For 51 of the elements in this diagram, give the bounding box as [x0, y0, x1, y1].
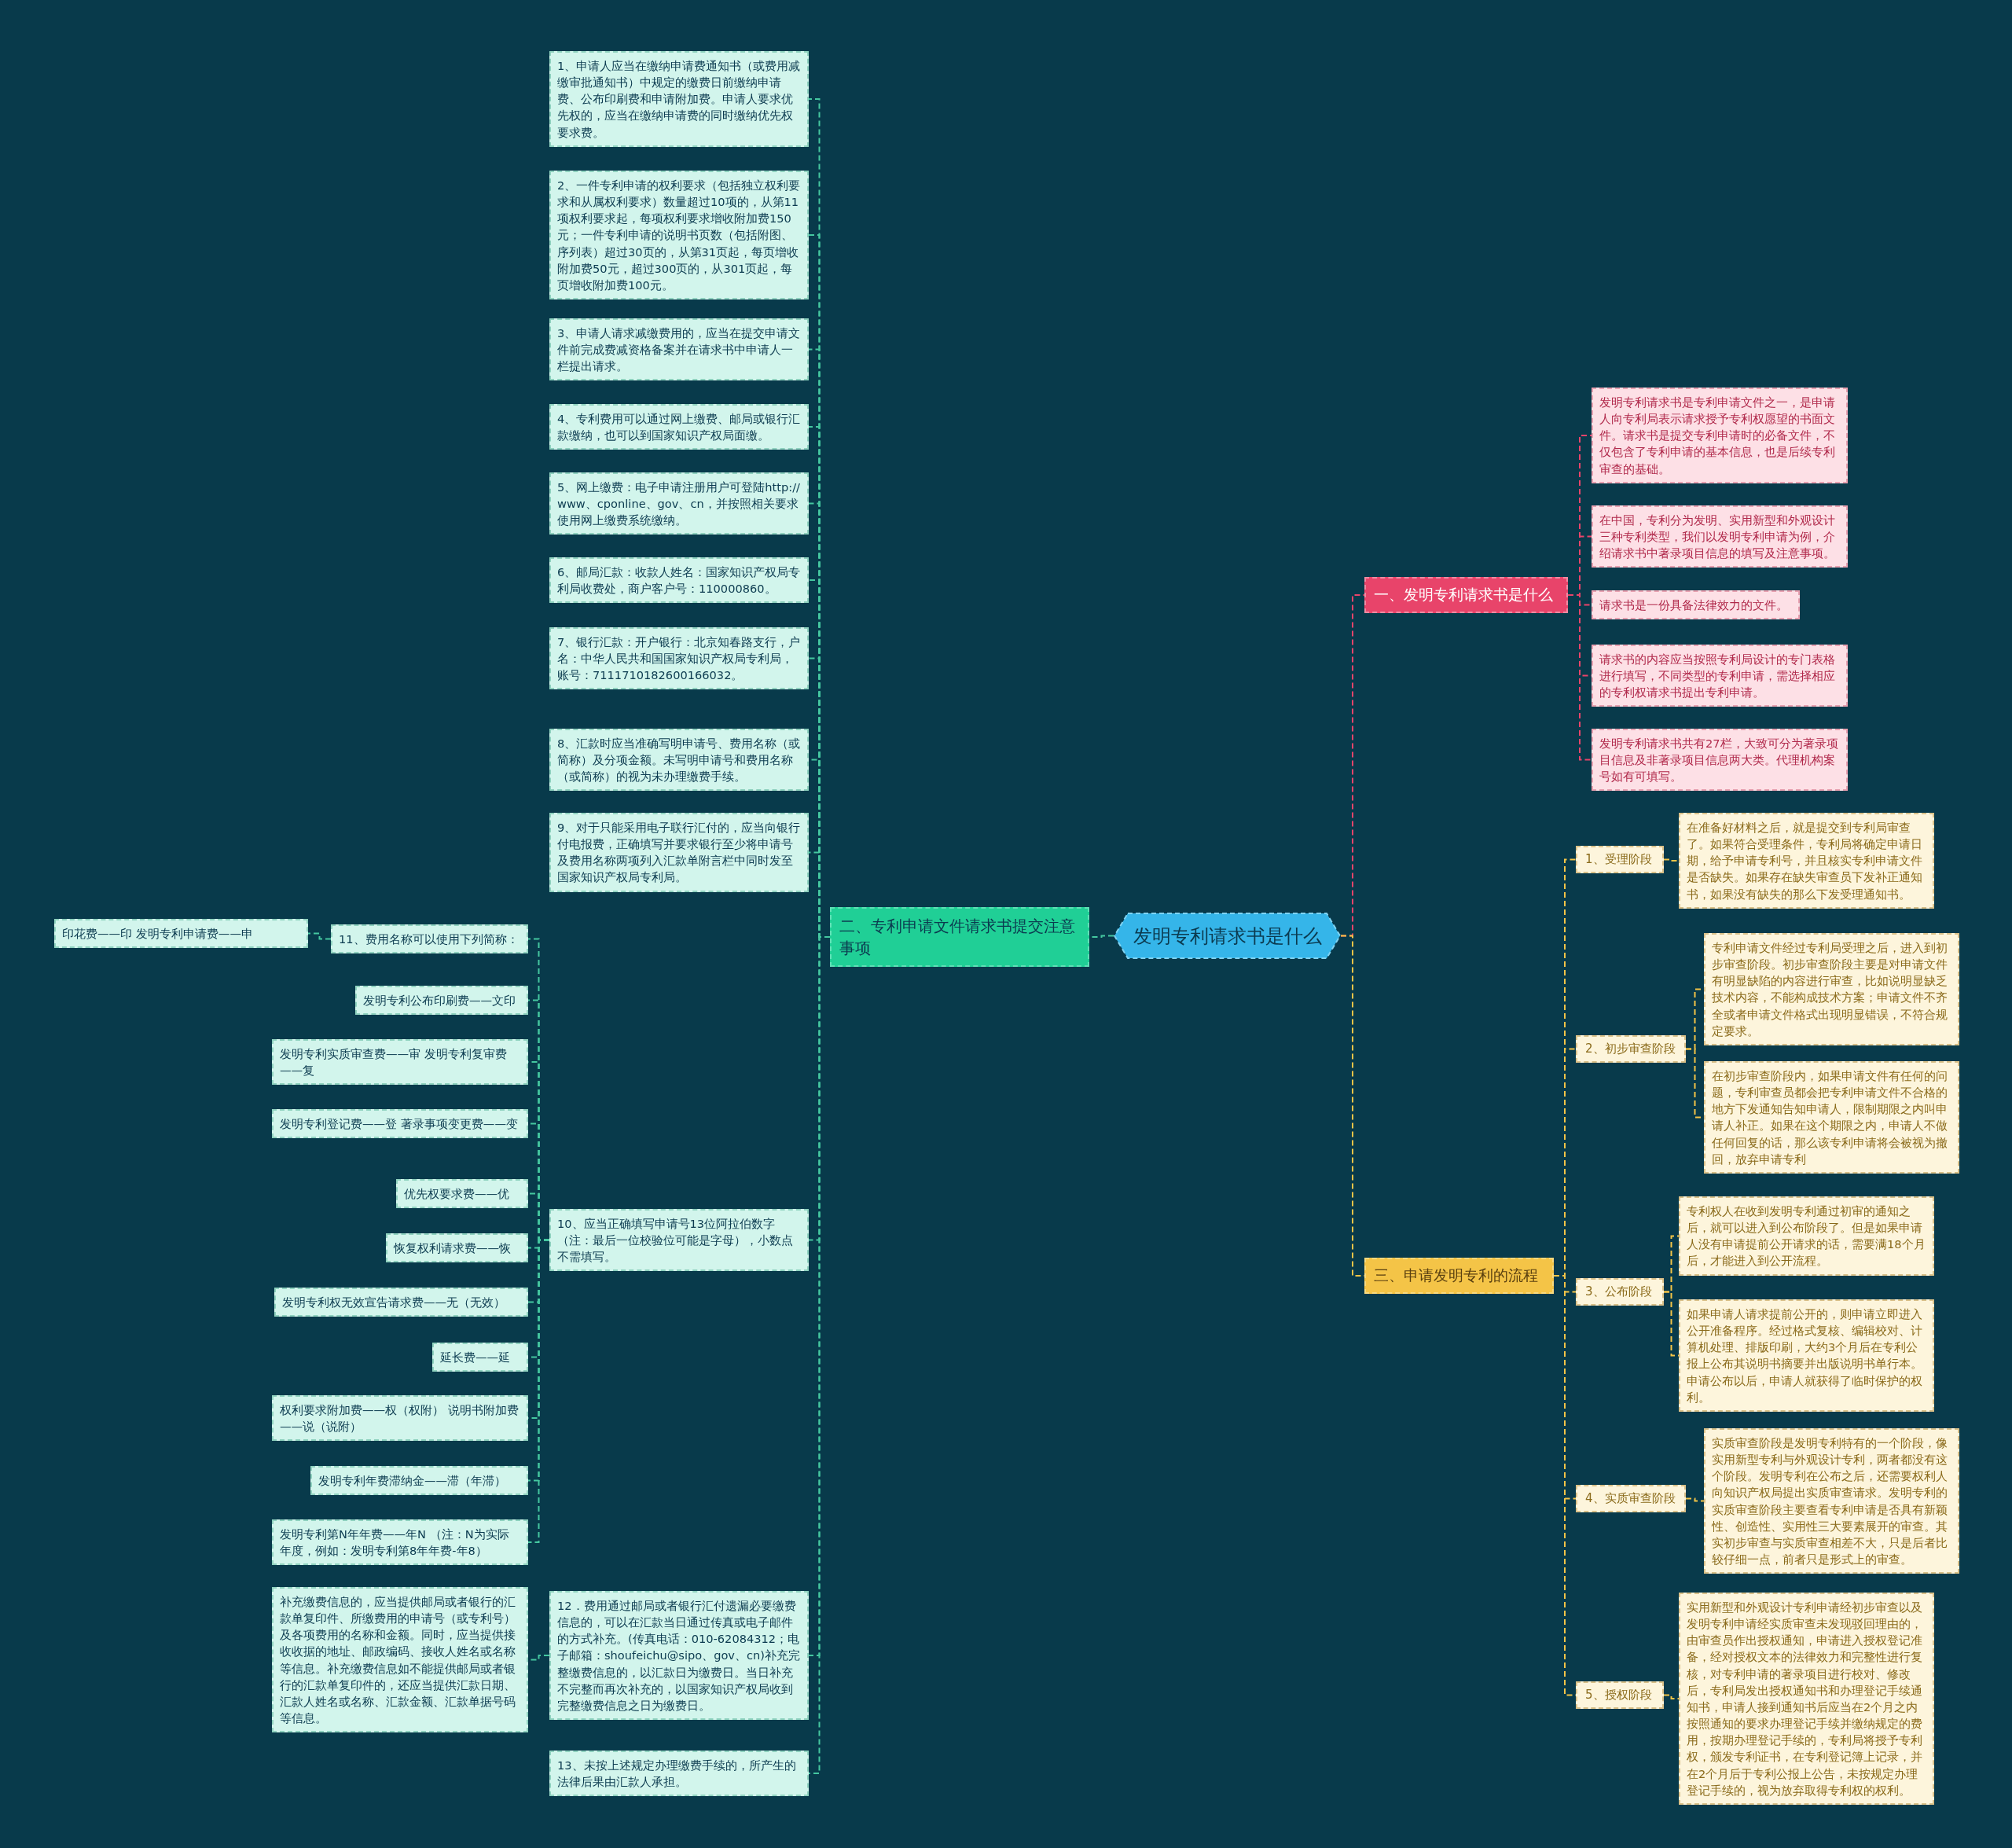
note-card: 7、银行汇款：开户银行：北京知春路支行，户名：中华人民共和国国家知识产权局专利局，账号：7111710182600166032。 — [549, 627, 809, 690]
note-card: 在准备好材料之后，就是提交到专利局审查了。如果符合受理条件，专利局将确定申请日期，给予申请专利号，并且核实专利申请文件是否缺失。如果存在缺失审查员下发补正通知书，如果没有缺失的那么下发受理通知书。 — [1679, 813, 1934, 909]
note-card: 8、汇款时应当准确写明申请号、费用名称（或简称）及分项金额。未写明申请号和费用名称（或简称）的视为未办理缴费手续。 — [549, 729, 809, 792]
note-card: 12．费用通过邮局或者银行汇付遗漏必要缴费信息的，可以在汇款当日通过传真或电子邮件的方式补充。(传真电话：010-62084312；电子邮箱：shoufeichu@sipo、gov、cn)补充完整缴费信息的，以汇款日为缴费日。当日补充不完整而再次补充的，以国家知识产权局收到完整缴费信息之日为缴费日。 — [549, 1591, 809, 1721]
note-card: 专利权人在收到发明专利通过初审的通知之后，就可以进入到公布阶段了。但是如果申请人没有申请提前公开请求的话，需要满18个月后，才能进入到公开流程。 — [1679, 1196, 1934, 1276]
stage-label: 4、实质审查阶段 — [1576, 1485, 1686, 1512]
branch-topic: 一、发明专利请求书是什么 — [1364, 577, 1568, 613]
note-card: 4、专利费用可以通过网上缴费、邮局或银行汇款缴纳，也可以到国家知识产权局面缴。 — [549, 404, 809, 450]
note-card: 在初步审查阶段内，如果申请文件有任何的问题，专利审查员都会把专利申请文件不合格的地方下发通知告知申请人，限制期限之内叫申请人补正。如果在这个期限之内，申请人不做任何回复的话，那么该专利申请将会被视为撤回，放弃申请专利 — [1704, 1061, 1959, 1174]
note-card: 发明专利登记费——登 著录事项变更费——变 — [272, 1109, 528, 1139]
note-card: 发明专利权无效宣告请求费——无（无效） — [274, 1288, 528, 1317]
note-card: 2、一件专利申请的权利要求（包括独立权利要求和从属权利要求）数量超过10项的，从第11项权利要求起，每项权利要求增收附加费150元；一件专利申请的说明书页数（包括附图、序列表）超过30页的，从第31页起，每页增收附加费50元，超过300页的，从301页起，每页增收附加费100元。 — [549, 171, 809, 300]
stage-label: 5、授权阶段 — [1576, 1681, 1664, 1709]
connector-line — [1567, 594, 1592, 761]
note-card: 补充缴费信息的，应当提供邮局或者银行的汇款单复印件、所缴费用的申请号（或专利号）及各项费用的名称和金额。同时，应当提供接收收据的地址、邮政编码、接收人姓名或名称等信息。补充缴费信息如不能提供邮局或者银行的汇款单复印件的，还应当提供汇款日期、汇款人姓名或名称、汇款金额、汇款单据号码等信息。 — [272, 1587, 528, 1733]
connector-line — [1663, 858, 1680, 862]
note-card: 发明专利请求书共有27栏，大致可分为著录项目信息及非著录项目信息两大类。代理机构案号如有可填写。 — [1592, 729, 1848, 792]
note-card: 优先权要求费——优 — [396, 1179, 528, 1209]
note-card: 实质审查阶段是发明专利特有的一个阶段，像实用新型专利与外观设计专利，两者都没有这个阶段。发明专利在公布之后，还需要权利人向知识产权局提出实质审查请求。发明专利的实质审查阶段主要查看专利申请是否具有新颖性、创造性、实用性三大要素展开的审查。其实初步审查与实质审查相差不大，只是后者比较仔细一点，前者只是形式上的审查。 — [1704, 1428, 1959, 1574]
note-card: 权利要求附加费——权（权附） 说明书附加费——说（说附） — [272, 1395, 528, 1442]
note-card: 13、未按上述规定办理缴费手续的，所产生的法律后果由汇款人承担。 — [549, 1751, 809, 1797]
note-card: 恢复权利请求费——恢 — [386, 1233, 528, 1263]
note-card: 发明专利实质审查费——审 发明专利复审费——复 — [272, 1039, 528, 1086]
connector-line — [307, 932, 332, 940]
note-card: 1、申请人应当在缴纳申请费通知书（或费用减缴审批通知书）中规定的缴费日前缴纳申请费、公布印刷费和申请附加费。申请人要求优先权的，应当在缴纳申请费的同时缴纳优先权要求费。 — [549, 51, 809, 147]
note-card: 3、申请人请求减缴费用的，应当在提交申请文件前完成费减资格备案并在请求书中申请人一栏提出请求。 — [549, 318, 809, 381]
note-card: 发明专利第N年年费——年N （注：N为实际年度，例如：发明专利第8年年费-年8） — [272, 1519, 528, 1566]
branch-topic: 三、申请发明专利的流程 — [1364, 1258, 1554, 1294]
note-card: 在中国，专利分为发明、实用新型和外观设计三种专利类型，我们以发明专利申请为例，介绍请求书中著录项目信息的填写及注意事项。 — [1592, 505, 1848, 568]
stage-label: 1、受理阶段 — [1576, 846, 1664, 873]
note-card: 实用新型和外观设计专利申请经初步审查以及发明专利申请经实质审查未发现驳回理由的，由审查员作出授权通知，申请进入授权登记准备，经对授权文本的法律效力和完整性进行复核，对专利申请的著录项目进行校对、修改后，专利局发出授权通知书和办理登记手续通知书，申请人接到通知书后应当在2个月之内按照通知的要求办理登记手续并缴纳规定的费用，按期办理登记手续的，专利局将授予专利权，颁发专利证书，在专利登记簿上记录，并在2个月后于专利公报上公告，未按规定办理登记手续的，视为放弃取得专利权的权利。 — [1679, 1593, 1934, 1805]
note-card: 如果申请人请求提前公开的，则申请立即进入公开准备程序。经过格式复核、编辑校对、计算机处理、排版印刷，大约3个月后在专利公报上公布其说明书摘要并出版说明书单行本。申请公布以后，申请人就获得了临时保护的权利。 — [1679, 1299, 1934, 1412]
note-card: 请求书的内容应当按照专利局设计的专门表格进行填写，不同类型的专利申请，需选择相应的专利权请求书提出专利申请。 — [1592, 645, 1848, 707]
note-card: 印花费——印 发明专利申请费——申 — [54, 919, 308, 949]
stage-label: 2、初步审查阶段 — [1576, 1035, 1686, 1063]
branch-topic: 二、专利申请文件请求书提交注意事项 — [830, 907, 1089, 967]
note-card: 6、邮局汇款：收款人姓名：国家知识产权局专利局收费处，商户客户号：110000860。 — [549, 557, 809, 604]
note-card: 5、网上缴费：电子申请注册用户可登陆http://www、cponline、gov、cn，并按照相关要求使用网上缴费系统缴纳。 — [549, 472, 809, 535]
note-card: 专利申请文件经过专利局受理之后，进入到初步审查阶段。初步审查阶段主要是对申请文件有明显缺陷的内容进行审查，比如说明显缺乏技术内容，不能构成技术方案；申请文件不齐全或者申请文件格式出现明显错误，不符合规定要求。 — [1704, 933, 1959, 1045]
note-card: 请求书是一份具备法律效力的文件。 — [1592, 590, 1800, 620]
note-card: 9、对于只能采用电子联行汇付的，应当向银行付电报费，正确填写并要求银行至少将申请号及费用名称两项列入汇款单附言栏中同时发至国家知识产权局专利局。 — [549, 813, 809, 892]
note-card: 发明专利公布印刷费——文印 — [355, 986, 528, 1016]
central-topic: 发明专利请求书是什么 — [1114, 913, 1341, 959]
note-card: 延长费——延 — [432, 1343, 528, 1372]
connector-line — [1663, 1694, 1680, 1699]
stage-label: 3、公布阶段 — [1576, 1278, 1664, 1306]
note-card: 发明专利年费滞纳金——滞（年滞） — [310, 1466, 528, 1496]
connector-line — [1685, 1497, 1705, 1502]
note-card: 11、费用名称可以使用下列简称： — [331, 924, 528, 954]
note-card: 发明专利请求书是专利申请文件之一，是申请人向专利局表示请求授予专利权愿望的书面文件。请求书是提交专利申请时的必备文件，不仅包含了专利申请的基本信息，也是后续专利审查的基础。 — [1592, 388, 1848, 483]
note-card: 10、应当正确填写申请号13位阿拉伯数字（注：最后一位校验位可能是字母），小数点不需填写。 — [549, 1209, 809, 1272]
